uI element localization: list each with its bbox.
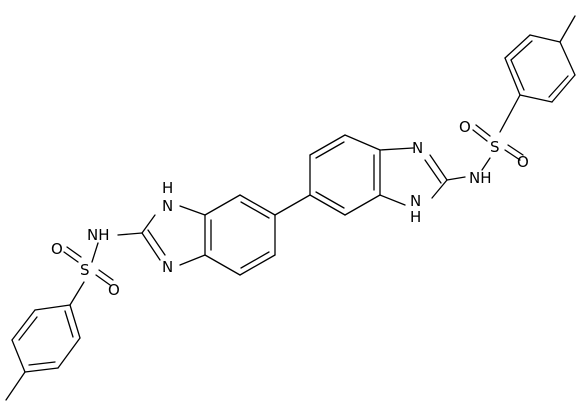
- bond-ring-a-dbl-2: [548, 75, 569, 98]
- bond-ring-a-4: [551, 74, 576, 103]
- bond-c2-n1-right: [431, 179, 448, 199]
- bond-right-benzo-5-dbl: [315, 191, 345, 209]
- bond-ring-a-dbl-3: [510, 59, 525, 91]
- bond-s-ring-b: [69, 281, 85, 306]
- bond-s-o2-a: [504, 149, 521, 161]
- atom-labels: O S O NH N N H H N N NH O S O: [51, 118, 529, 299]
- bond-s-o2-left-a: [95, 274, 111, 286]
- oxygen-label-left-bottom: O: [108, 281, 120, 299]
- bond-n3-c3a-left: [179, 254, 206, 266]
- bond-ring-b-3: [11, 339, 26, 373]
- bond-s-o2-left-b: [98, 269, 114, 281]
- bond-right-benzo-2: [344, 134, 381, 151]
- bond-s-o1-left-a: [63, 251, 79, 263]
- bond-ring-b-6-dbl: [64, 310, 74, 338]
- bond-ring-b-4: [24, 367, 59, 373]
- bond-left-benzo-5: [239, 254, 276, 276]
- bond-biaryl: [274, 194, 311, 216]
- bond-s-o1-a: [472, 129, 488, 142]
- bond-right-benzo-5: [309, 194, 346, 216]
- bond-c2-nh-left: [117, 232, 143, 236]
- bond-n1-c2-left: [141, 214, 156, 234]
- bond-n1-c7a-right: [379, 194, 406, 206]
- bond-right-benzo-3-dbl: [315, 141, 345, 159]
- oxygen-label-top-right: O: [517, 153, 529, 171]
- nh-label-left: NH: [87, 226, 110, 244]
- bond-ring-b-2-dbl: [18, 316, 38, 341]
- bond-right-benzo-6: [344, 194, 381, 216]
- bond-n3-c3a-right: [379, 147, 414, 151]
- oxygen-label-top-left: O: [459, 118, 471, 136]
- bond-ring-a-1: [504, 34, 531, 59]
- nitrogen-label-right-n3: N: [412, 139, 423, 157]
- nitrogen-label-left-n3: N: [162, 258, 173, 276]
- bond-ring-a-2: [529, 34, 561, 43]
- bond-c2-n3-right: [429, 154, 448, 181]
- bond-c2-n3-left: [141, 232, 161, 261]
- bonds: [5, 15, 576, 401]
- sulfur-label-right: S: [490, 138, 500, 156]
- bond-ring-a-s: [499, 94, 521, 133]
- bond-ring-b-5: [57, 337, 81, 369]
- nh-label-right: NH: [469, 169, 492, 187]
- bond-ring-a-3: [559, 41, 576, 76]
- bond-left-benzo-4: [204, 254, 241, 276]
- bond-ring-b-6: [69, 304, 81, 339]
- bond-right-benzo-3: [309, 134, 346, 156]
- bond-s-o1-b: [475, 124, 491, 137]
- bond-methyl-a: [559, 15, 576, 43]
- bond-left-benzo-1-dbl: [240, 201, 270, 219]
- oxygen-label-left-top: O: [51, 240, 63, 258]
- bond-ring-b-4-dbl: [28, 361, 56, 366]
- bond-s-nh-a: [481, 157, 491, 171]
- bond-s-o2-b: [507, 144, 524, 156]
- bond-ring-a-6: [504, 57, 521, 96]
- hydrogen-label-left-n1: H: [162, 179, 173, 197]
- bond-ring-a-dbl-1: [510, 40, 533, 61]
- bond-ring-b-1: [34, 304, 71, 311]
- bond-ring-b-2: [11, 309, 36, 341]
- bond-methyl-b: [5, 371, 26, 401]
- hydrogen-label-right-n1: H: [410, 208, 421, 226]
- bond-ring-a-5: [519, 94, 553, 103]
- bond-nh-c2-right: [446, 176, 466, 181]
- sulfur-label-left: S: [80, 261, 90, 279]
- bond-c2-n3-left-dbl: [147, 229, 166, 256]
- nitrogen-label-right-n1: N: [410, 192, 421, 210]
- nitrogen-label-left-n1: N: [162, 197, 173, 215]
- bond-n1-c7a-left: [179, 205, 206, 216]
- bond-left-benzo-5-dbl: [240, 251, 270, 269]
- bond-s-o1-left-b: [66, 246, 82, 258]
- bond-left-benzo-2: [204, 194, 241, 216]
- bond-nh-s-left: [91, 242, 99, 263]
- bond-c2-n3-right-dbl: [424, 159, 442, 184]
- bond-left-benzo-1: [239, 194, 276, 216]
